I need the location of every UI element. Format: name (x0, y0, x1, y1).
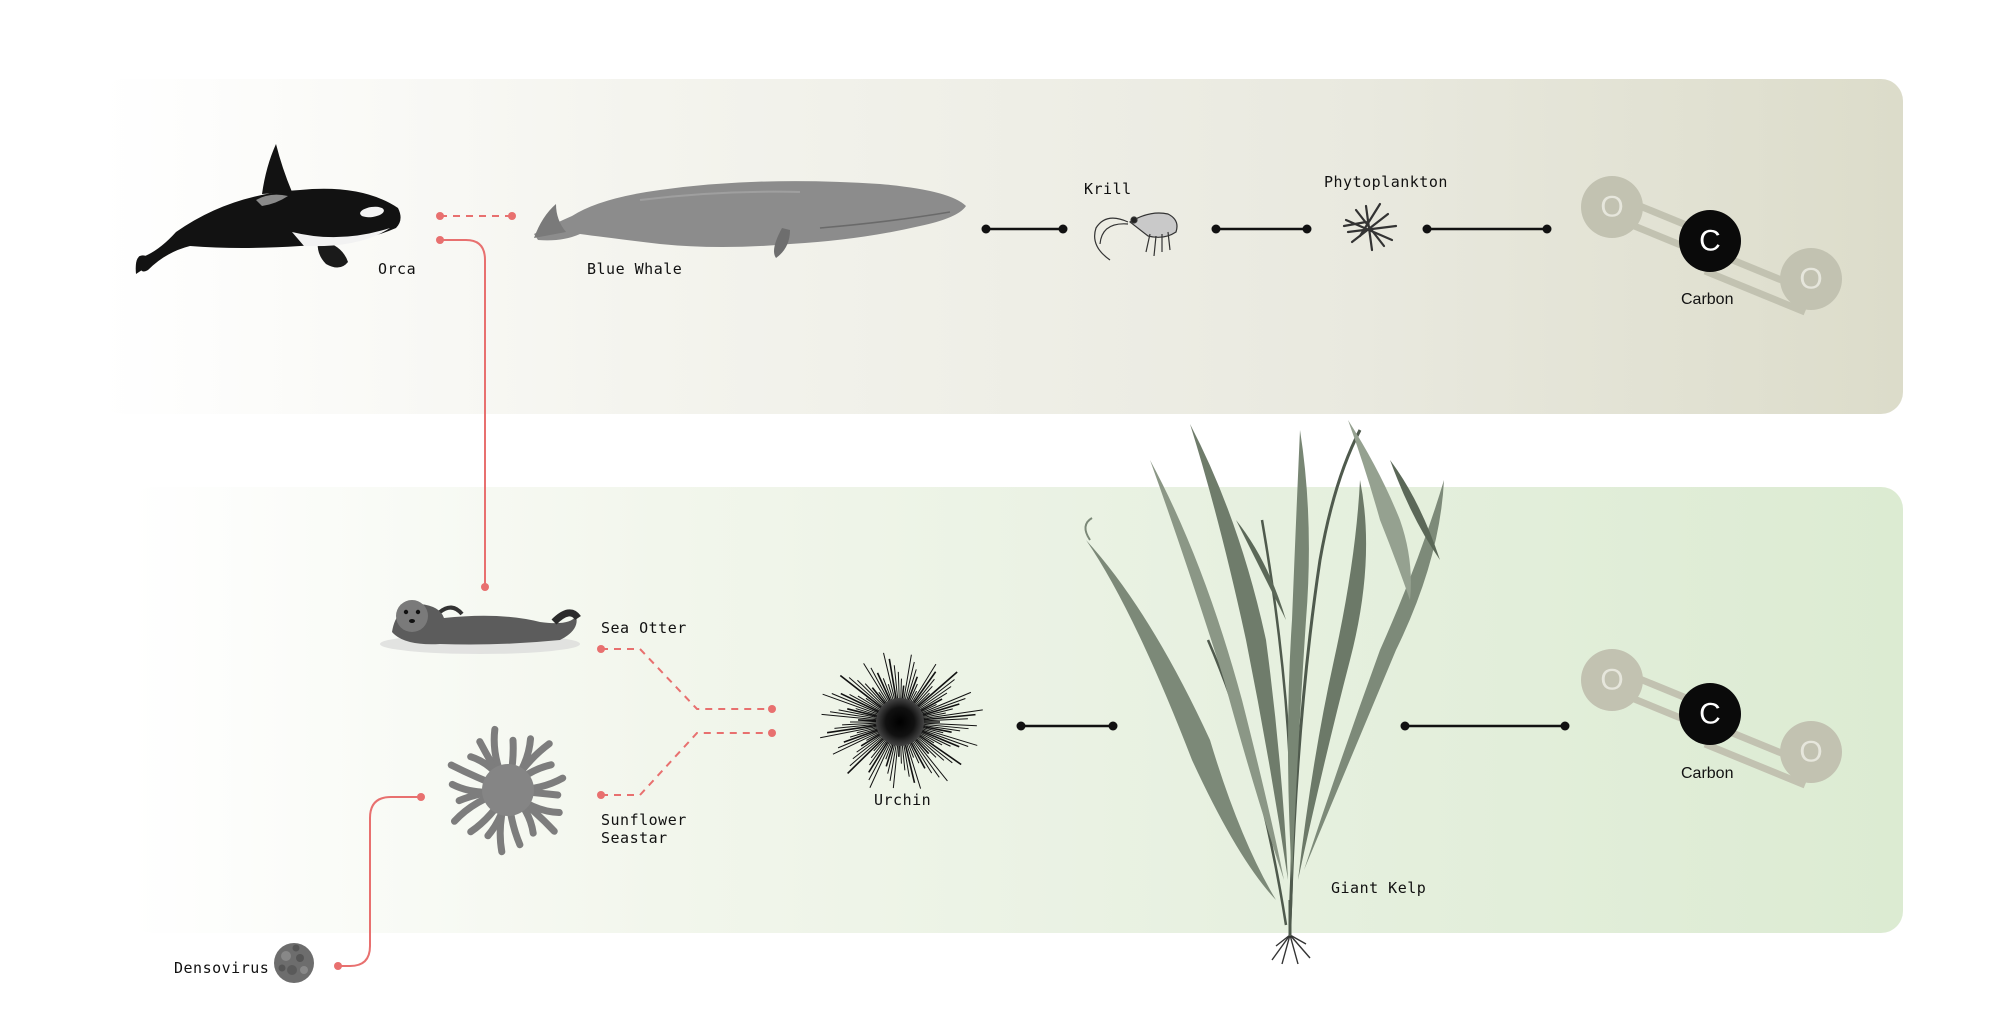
seastar-urchin-link (597, 729, 776, 799)
densovirus-illustration (274, 943, 314, 983)
oxygen-atom (1780, 248, 1842, 310)
sunflower-seastar-illustration (447, 725, 567, 856)
orca-illustration (135, 144, 401, 274)
giant-kelp-illustration (1084, 420, 1444, 965)
krill-label: Krill (1084, 180, 1132, 198)
kelp-carbon-link (1400, 721, 1570, 731)
oxygen-atom (1581, 649, 1643, 711)
carbon-atom (1679, 210, 1741, 272)
krill-illustration (1094, 212, 1178, 261)
seaotter-urchin-link (597, 645, 776, 713)
orca-bluewhale-link (436, 212, 516, 220)
carbon-symbol: C (1699, 225, 1721, 258)
oxygen-symbol: O (1600, 191, 1623, 224)
phytoplankton-label: Phytoplankton (1324, 173, 1448, 191)
carbon-label-bottom: Carbon (1681, 765, 1734, 782)
oxygen-symbol: O (1600, 664, 1623, 697)
urchin-kelp-link (1016, 721, 1118, 731)
giant-kelp-label: Giant Kelp (1331, 879, 1427, 897)
bluewhale-krill-link (981, 224, 1068, 234)
orca-seaotter-link (436, 236, 489, 591)
open-ocean-band (100, 79, 1903, 414)
densovirus-seastar-link (334, 793, 425, 970)
sea-otter-illustration (380, 600, 581, 654)
oxygen-atom (1780, 721, 1842, 783)
oxygen-symbol: O (1799, 263, 1822, 296)
co2-molecule-top: O C O (1581, 176, 1842, 316)
phytoplankton-carbon-link (1422, 224, 1552, 234)
carbon-symbol: C (1699, 698, 1721, 731)
blue-whale-label: Blue Whale (587, 260, 683, 278)
co2-molecule-bottom: O C O (1581, 649, 1842, 789)
carbon-label-top: Carbon (1681, 291, 1734, 308)
oxygen-atom (1581, 176, 1643, 238)
krill-phytoplankton-link (1211, 224, 1312, 234)
urchin-illustration (820, 652, 983, 789)
urchin-label: Urchin (874, 791, 932, 809)
blue-whale-illustration (534, 181, 966, 258)
sea-otter-label: Sea Otter (601, 619, 687, 637)
phytoplankton-illustration (1342, 202, 1398, 252)
orca-label: Orca (378, 260, 417, 278)
oxygen-symbol: O (1799, 736, 1822, 769)
densovirus-label: Densovirus (174, 959, 270, 977)
sunflower-seastar-label-line1: Sunflower (601, 811, 687, 829)
carbon-atom (1679, 683, 1741, 745)
sunflower-seastar-label-line2: Seastar (601, 829, 668, 847)
